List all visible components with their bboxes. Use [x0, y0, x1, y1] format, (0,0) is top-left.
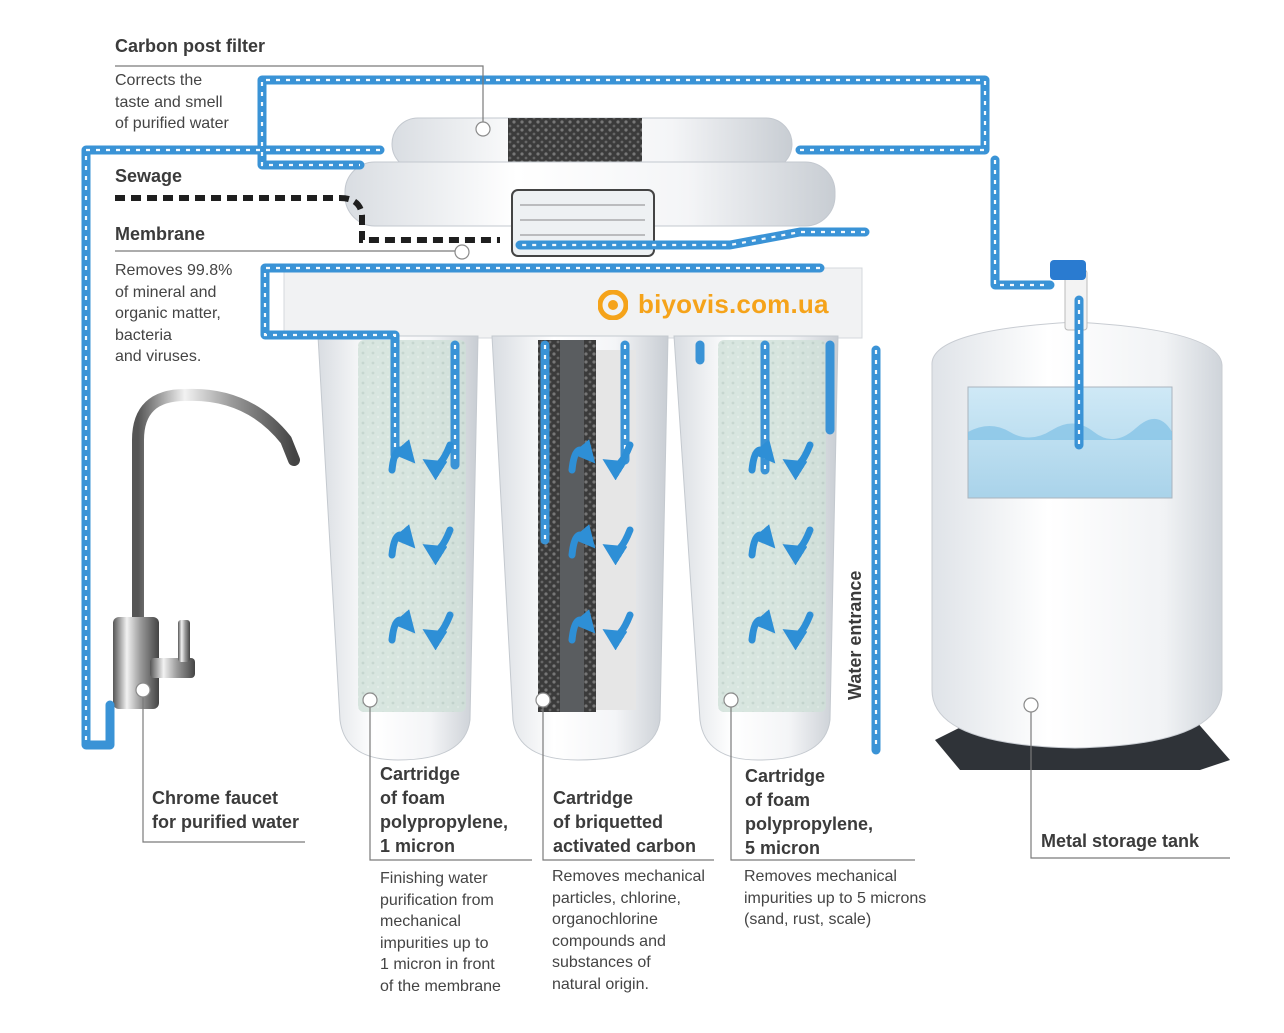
cartridge-1-desc: Finishing water purification from mechan…	[380, 870, 501, 995]
mounting-bracket	[283, 267, 863, 339]
cartridge-3-title: Cartridge of foam polypropylene, 5 micro…	[745, 766, 874, 858]
cartridge-3-desc: Removes mechanical impurities up to 5 mi…	[744, 868, 927, 928]
water-entrance-label: Water entrance	[845, 570, 865, 700]
flow-arrows	[388, 439, 814, 651]
brand-logo: biyovis.com.ua	[598, 289, 829, 320]
logo-text: biyovis.com.ua	[638, 289, 829, 319]
cartridge-1-title: Cartridge of foam polypropylene, 1 micro…	[380, 764, 509, 856]
membrane-desc: Removes 99.8% of mineral and organic mat…	[115, 262, 233, 365]
tank-title: Metal storage tank	[1041, 831, 1200, 851]
chrome-faucet	[113, 388, 300, 709]
leader-dots	[135, 121, 1039, 713]
membrane-title: Membrane	[115, 224, 206, 244]
carbon-post-filter-desc: Corrects the taste and smell of purified…	[115, 72, 229, 132]
faucet-title: Chrome faucet for purified water	[152, 788, 300, 832]
carbon-post-filter-title: Carbon post filter	[115, 36, 266, 56]
logo-icon	[598, 289, 628, 320]
membrane-housing	[344, 161, 836, 257]
storage-tank	[931, 260, 1230, 770]
leader-lines	[115, 65, 1230, 861]
sewage-title: Sewage	[115, 166, 183, 186]
cartridge-2-desc: Removes mechanical particles, chlorine, …	[552, 868, 705, 993]
cartridge-2-title: Cartridge of briquetted activated carbon	[553, 788, 697, 856]
sewage-line	[115, 195, 500, 243]
